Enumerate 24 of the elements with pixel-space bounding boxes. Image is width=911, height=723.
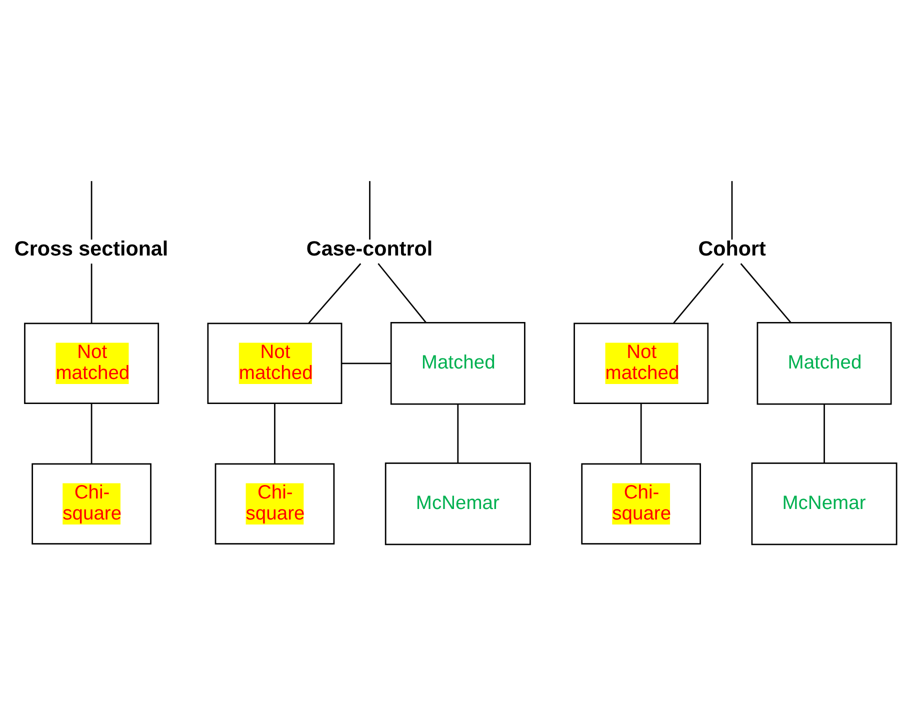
connector [90,263,92,323]
node-box: Matched [756,322,892,404]
node-text: Case-control [306,236,433,260]
connector [90,180,92,240]
connector [731,180,733,240]
connector [673,262,724,323]
connector [457,404,459,462]
node-box: Not matched [24,322,160,404]
connector [342,362,391,364]
node-box: Matched [390,322,526,404]
node-text: Cohort [698,236,766,260]
connector [369,180,370,240]
node-box: McNemar [751,462,898,545]
connector [90,402,92,464]
connector [378,262,426,322]
connector [740,262,792,322]
node-text: Cross sectional [14,236,168,260]
node-box: McNemar [384,462,531,545]
node-box: Not matched [574,322,709,404]
node-box: Not matched [207,322,342,404]
connector [640,402,642,464]
connector [274,402,276,464]
connector [308,262,362,323]
connector [824,404,825,462]
